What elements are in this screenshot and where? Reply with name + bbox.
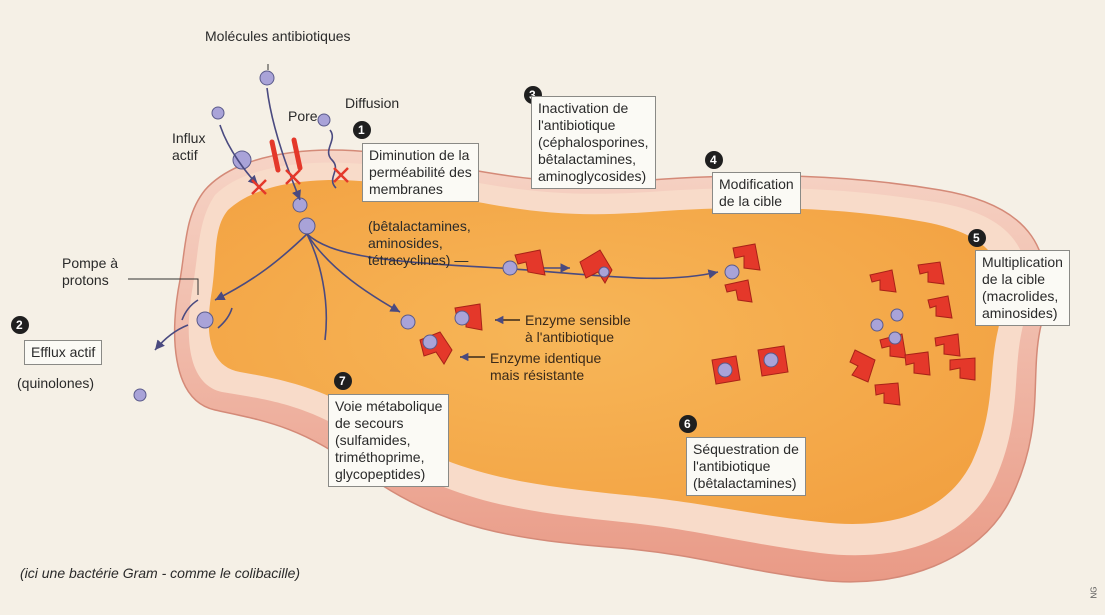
- credit-mark: NG: [1089, 586, 1099, 599]
- permeability-drugs-label: (bêtalactamines, aminosides, tétracyclin…: [368, 218, 471, 268]
- mechanism-5-box: Multiplication de la cible (macrolides, …: [975, 250, 1070, 326]
- enzyme-resistant-label: Enzyme identique mais résistante: [490, 350, 602, 383]
- badge-number: 5: [973, 231, 980, 245]
- mechanism-7-box: Voie métabolique de secours (sulfamides,…: [328, 394, 450, 487]
- badge-number: 4: [710, 153, 717, 167]
- mechanism-badges: [11, 86, 986, 433]
- mechanism-4-box: Modification de la cible: [712, 172, 801, 214]
- badge-number: 3: [529, 88, 536, 102]
- badge-number: 6: [684, 417, 691, 431]
- pump-label: Pompe à protons: [62, 255, 119, 288]
- badge-number: 7: [339, 374, 346, 388]
- footnote: (ici une bactérie Gram - comme le coliba…: [20, 565, 301, 581]
- mechanism-3-box: Inactivation de l'antibiotique (céphalos…: [531, 96, 656, 189]
- badge-number: 1: [358, 123, 365, 137]
- badge-number: 2: [16, 318, 23, 332]
- mechanism-2-box: Efflux actif: [24, 340, 103, 365]
- pore-label: Pore: [288, 108, 318, 124]
- quinolones-label: (quinolones): [17, 375, 95, 391]
- influx-label: Influx actif: [172, 130, 206, 163]
- title-label: Molécules antibiotiques: [205, 28, 351, 44]
- enzyme-sensitive-label: Enzyme sensible à l'antibiotique: [525, 312, 631, 345]
- mechanism-6-box: Séquestration de l'antibiotique (bêtalac…: [686, 437, 806, 496]
- diffusion-label: Diffusion: [345, 95, 400, 111]
- mechanism-1-box: Diminution de la perméabilité des membra…: [362, 143, 479, 202]
